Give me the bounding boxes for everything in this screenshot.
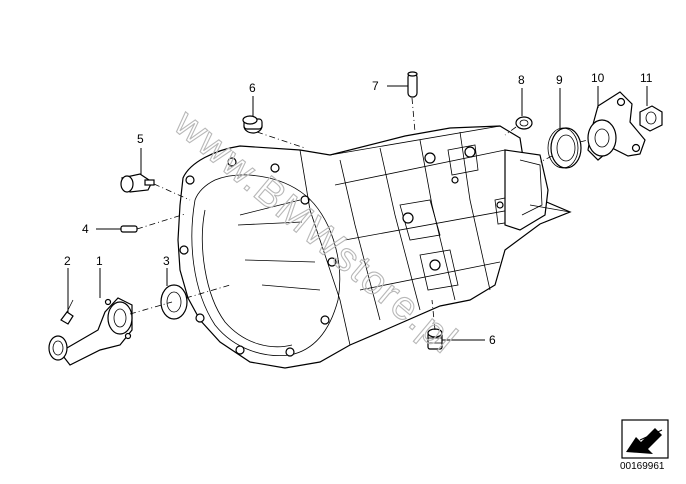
part-output-flange [587,91,646,161]
leader-lines [67,85,648,341]
part-radial-seal [547,127,582,169]
arrow-direction-icon [621,419,669,459]
part-shaft-seal [160,284,188,320]
part-pin [120,225,138,233]
label-2: 2 [64,254,71,268]
label-10: 10 [591,71,605,85]
part-plug-top [242,115,263,134]
label-11: 11 [640,71,653,85]
label-4: 4 [82,222,89,236]
label-6-top: 6 [249,81,256,95]
transmission-housing [177,125,572,369]
callout-labels: 1 2 3 4 5 6 6 7 8 9 10 11 [64,71,653,347]
label-7: 7 [372,79,379,93]
label-3: 3 [163,254,170,268]
part-switch [120,173,155,193]
part-guide-sleeve [48,297,133,366]
part-bolt [60,299,74,325]
flange-bosses [179,157,337,357]
assembly-axes [129,97,589,331]
label-1: 1 [96,254,103,268]
label-5: 5 [137,132,144,146]
part-plug-bottom [427,328,443,350]
label-9: 9 [556,73,563,87]
label-8: 8 [518,73,525,87]
part-dowel-pin [407,71,418,98]
document-number: 00169961 [620,461,665,472]
part-plug-8 [515,116,533,130]
part-collar-nut [639,105,663,132]
label-6-bottom: 6 [489,333,496,347]
